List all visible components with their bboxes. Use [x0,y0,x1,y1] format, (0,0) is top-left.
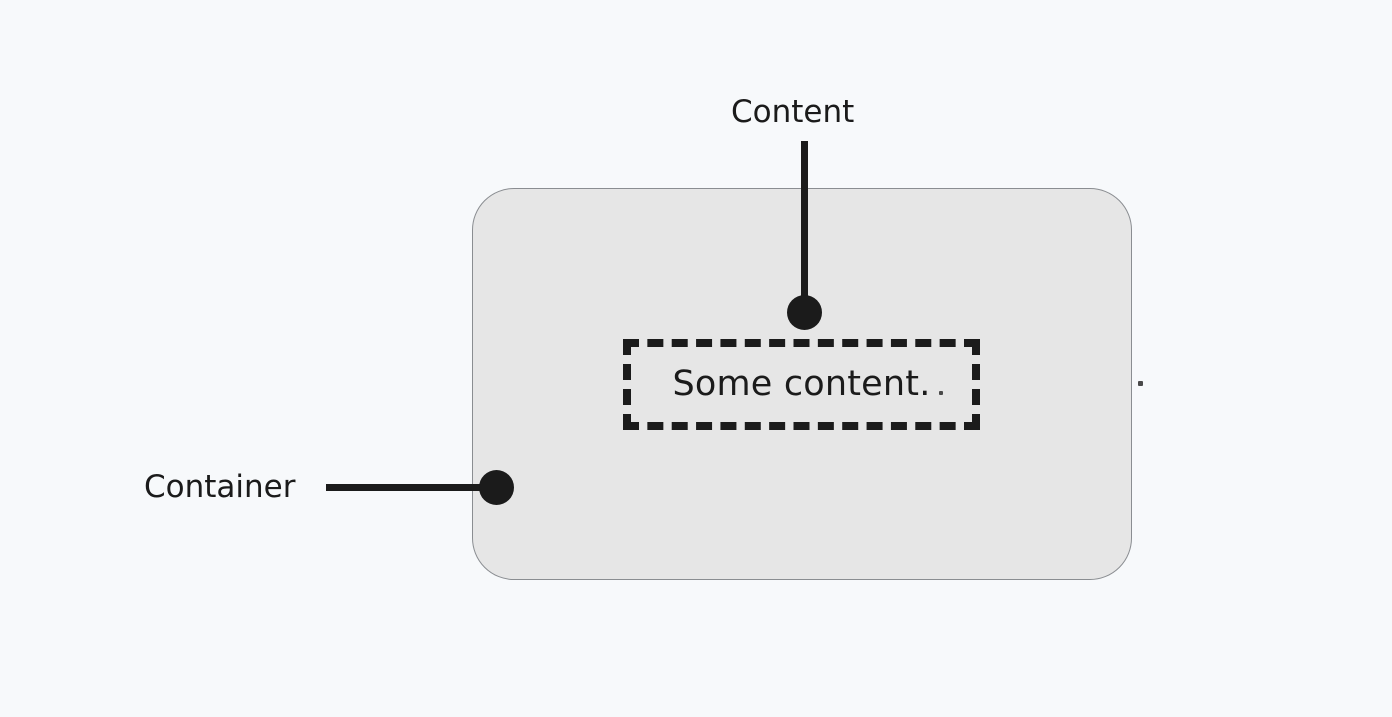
content-callout-label: Content [731,94,855,130]
content-leader-line [801,141,808,313]
content-shape: Some content. [623,339,980,430]
right-edge-marker-icon [1138,381,1143,386]
inner-edge-marker-icon [939,391,943,395]
content-anchor-dot [787,295,822,330]
container-callout-label: Container [144,469,296,505]
container-leader-line [326,484,501,491]
container-anchor-dot [479,470,514,505]
content-text: Some content. [672,364,931,404]
